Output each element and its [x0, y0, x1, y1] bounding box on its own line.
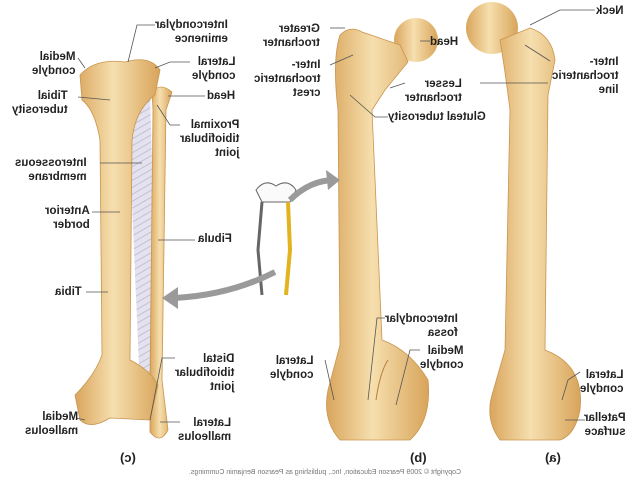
- femur-anterior: [466, 2, 581, 441]
- caption-a: (a): [545, 450, 561, 465]
- arrow-to-tibia: [174, 269, 277, 301]
- copyright-notice: Copyright © 2009 Pearson Education, Inc.…: [188, 469, 462, 476]
- label-neck: Neck: [596, 5, 624, 17]
- label-head-b: Head: [430, 36, 459, 48]
- femur-posterior: [326, 18, 438, 441]
- caption-b: (b): [410, 450, 427, 465]
- label-head-c: Head: [207, 90, 236, 102]
- caption-c: (c): [120, 450, 136, 465]
- label-fibula: Fibula: [198, 233, 232, 245]
- leader-lines: [75, 9, 595, 423]
- label-tibia: Tibia: [55, 286, 82, 298]
- label-gluteal-tuberosity: Gluteal tuberosity: [388, 111, 486, 123]
- tibia-fibula: [74, 59, 173, 439]
